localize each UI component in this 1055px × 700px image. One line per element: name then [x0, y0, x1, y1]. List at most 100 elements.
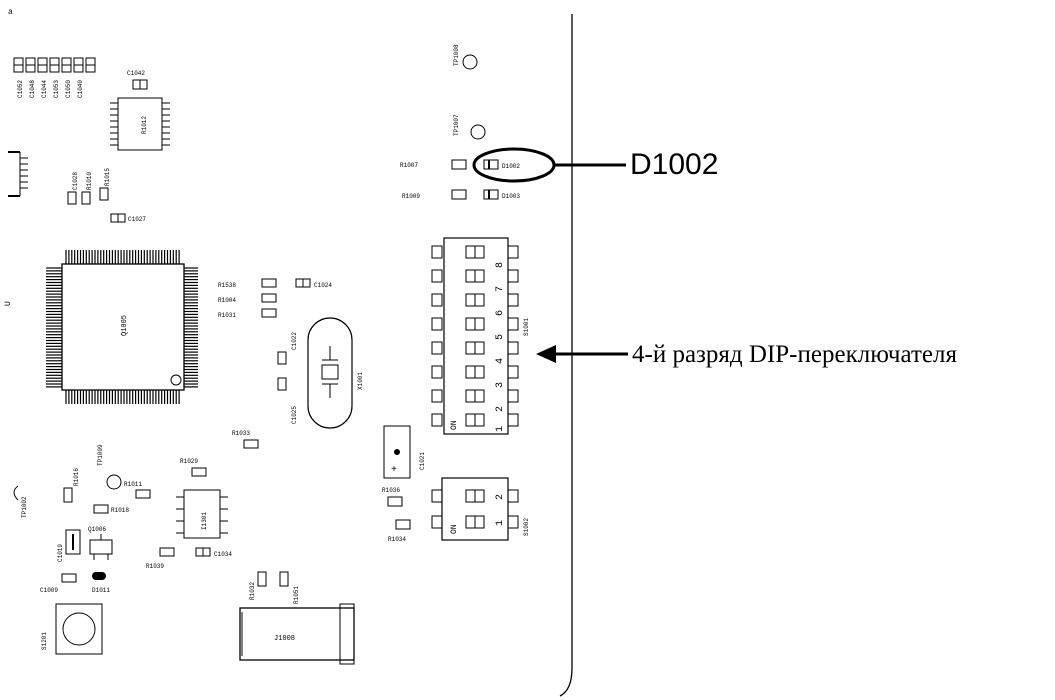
dip-number: 4	[495, 358, 506, 364]
label-d1003: D1003	[502, 193, 520, 200]
dip-pin	[431, 365, 443, 379]
label-q1005: Q1005	[121, 315, 129, 336]
label-r1039: R1039	[146, 563, 164, 570]
label-s1201: S1201	[41, 632, 48, 650]
label-c1027: C1027	[128, 216, 146, 223]
label-d1002-pcb: D1002	[502, 163, 520, 170]
label-r1011: R1011	[124, 481, 142, 488]
label-d1011: D1011	[92, 587, 110, 594]
label-c1022: C1022	[291, 332, 298, 350]
capacitor-c1022	[277, 351, 287, 365]
resistor-r1011	[135, 489, 151, 499]
connector-j1008	[239, 603, 355, 665]
resistor-r1016	[63, 487, 73, 503]
label-c1053: C1053	[53, 80, 60, 98]
resistor-r1032	[257, 571, 267, 587]
dip-pin	[507, 245, 519, 259]
label-q1006: Q1006	[88, 526, 106, 533]
dip-small-on-label: ON	[450, 524, 459, 534]
page-mark: a	[8, 8, 13, 17]
crystal-symbol	[321, 346, 339, 398]
dip-pin	[507, 293, 519, 307]
label-c1019: C1019	[57, 544, 64, 562]
label-r1004: R1004	[218, 297, 236, 304]
dip-pin	[507, 365, 519, 379]
resistor-r1029	[191, 467, 207, 477]
resistor-r1036	[387, 496, 403, 507]
resistor-r1018	[93, 504, 109, 514]
dip-pin	[507, 341, 519, 355]
label-i1301: I1301	[201, 512, 208, 530]
diode-d1002	[483, 159, 499, 170]
resistor-r1039	[159, 547, 175, 557]
resistor-r1007	[451, 159, 467, 170]
resistor-r1009	[451, 189, 467, 200]
label-r1051: R1051	[293, 586, 300, 604]
ic-chip	[110, 97, 170, 151]
dip-pin	[507, 389, 519, 403]
dip-pin	[507, 413, 519, 427]
label-r1009: R1009	[402, 193, 420, 200]
label-c1024: C1024	[314, 282, 332, 289]
capacitor-c1019	[65, 529, 81, 555]
resistor-r1538	[261, 278, 277, 288]
label-c1042: C1042	[127, 70, 145, 77]
dip-number: 2	[495, 406, 506, 412]
label-r1034: R1034	[388, 536, 406, 543]
dip-switch-main	[443, 237, 509, 435]
dip-small-number: 2	[495, 494, 506, 500]
callout-d1002: D1002	[630, 148, 719, 181]
resistor-r1033	[243, 439, 259, 449]
resistor-r1015	[99, 187, 109, 201]
label-r1012: R1012	[141, 116, 148, 134]
label-j1008: J1008	[274, 635, 295, 643]
label-tp1008: TP1008	[453, 44, 460, 66]
dip-pin	[431, 341, 443, 355]
ic-i1301	[176, 489, 228, 539]
label-c1025: C1025	[291, 406, 298, 424]
label-c1052: C1052	[17, 80, 24, 98]
dip-number: 3	[495, 382, 506, 388]
label-tp1009: TP1009	[97, 444, 104, 466]
dip-small-number: 1	[495, 520, 506, 526]
label-r1032: R1032	[249, 582, 256, 600]
dip-number: 8	[495, 262, 506, 268]
label-r1538: R1538	[218, 282, 236, 289]
dip-switch-main-numbers: 8 7 6 5 4 3 2 1	[495, 262, 506, 432]
test-point-tp1002	[13, 485, 19, 501]
resistor-r1010	[81, 191, 91, 205]
ic-q1005	[61, 263, 185, 391]
dip-pin	[431, 317, 443, 331]
label-c1040: C1040	[77, 80, 84, 98]
label-r1015: R1015	[104, 168, 111, 186]
test-point-tp1007	[470, 124, 486, 140]
dip-pin	[507, 269, 519, 283]
diode-d1011	[92, 572, 106, 580]
test-point-tp1008	[462, 54, 478, 70]
dip-number: 6	[495, 310, 506, 316]
capacitor-c1025	[277, 377, 287, 391]
dip-pin	[431, 245, 443, 259]
resistor-r1051	[279, 571, 289, 587]
dip-bit4-arrowhead	[536, 345, 556, 363]
ic-q1005-pins	[46, 250, 198, 404]
dip-switch-main-slots	[431, 245, 519, 427]
label-x1001: X1001	[357, 372, 364, 390]
capacitor-c1028	[67, 191, 77, 205]
board-edge	[559, 14, 573, 697]
side-mark: U	[4, 301, 13, 306]
edge-connector	[8, 151, 28, 197]
dip-pin	[507, 317, 519, 331]
dip-pin	[431, 413, 443, 427]
label-r1031: R1031	[218, 312, 236, 319]
label-tp1002: TP1002	[21, 496, 28, 518]
dip-pin	[431, 293, 443, 307]
label-r1016: R1016	[73, 468, 80, 486]
crystal-x1001	[307, 317, 353, 429]
dip-on-label: ON	[450, 420, 459, 430]
label-r1029: R1029	[180, 458, 198, 465]
dip-pin	[431, 389, 443, 403]
plus-sign: +	[391, 465, 397, 476]
label-c1028: C1028	[72, 172, 79, 190]
